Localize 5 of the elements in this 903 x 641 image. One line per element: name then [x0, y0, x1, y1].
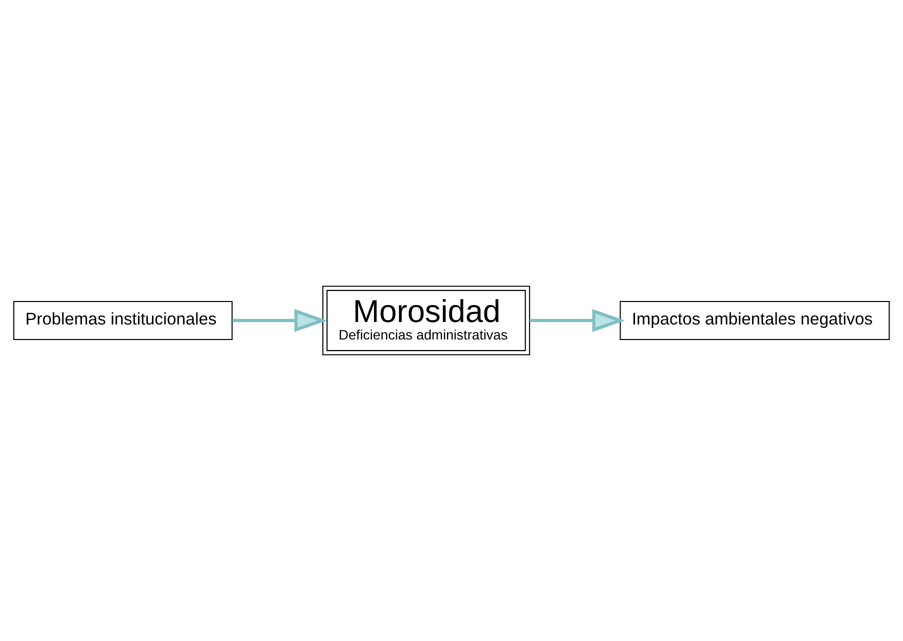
arrow: [232, 309, 328, 332]
arrow: [530, 309, 625, 332]
node-box: Morosidad Deficiencias administrativas: [322, 286, 530, 356]
node-box: Problemas institucionales: [13, 300, 233, 340]
node-box: Impactos ambientales negativos: [620, 300, 890, 340]
